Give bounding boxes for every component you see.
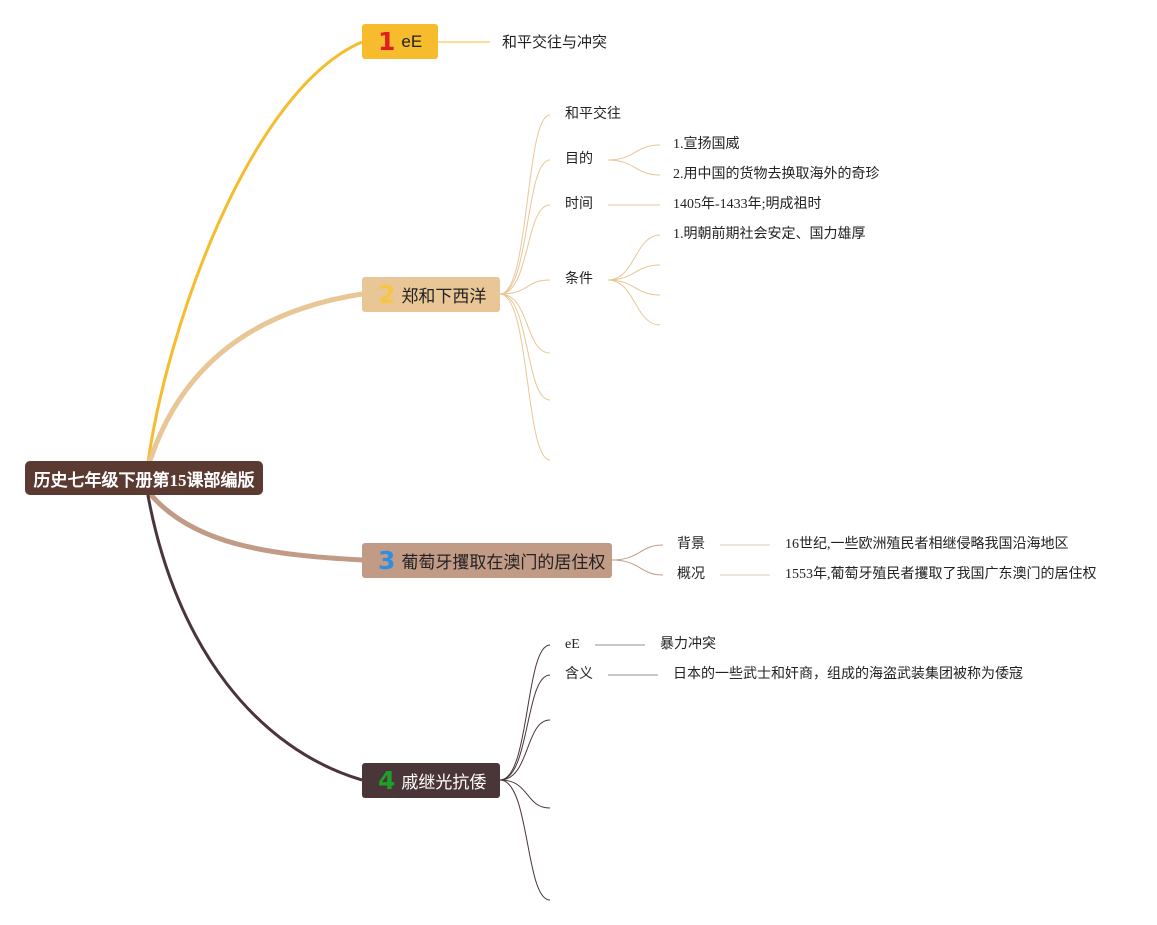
branch-4-child-meaning[interactable]: 含义 [565,667,593,682]
meaning-item-1[interactable]: 日本的一些武士和奸商，组成的海盗武装集团被称为倭寇 [673,667,1023,682]
background-item-1[interactable]: 16世纪,一些欧洲殖民者相继侵略我国沿海地区 [785,537,1069,552]
branch-2-child-conditions[interactable]: 条件 [565,272,593,287]
branch-4-title: 戚继光抗倭 [401,773,487,792]
branch-4-node[interactable]: 4 戚继光抗倭 [362,763,500,798]
branch-2-number: 2 [378,280,396,309]
purpose-item-1[interactable]: 1.宣扬国威 [673,137,740,152]
overview-item-1[interactable]: 1553年,葡萄牙殖民者攫取了我国广东澳门的居住权 [785,567,1097,582]
conditions-item-1[interactable]: 1.明朝前期社会安定、国力雄厚 [673,227,866,242]
branch-3-node[interactable]: 3 葡萄牙攫取在澳门的居住权 [362,543,612,578]
branch-2-node[interactable]: 2 郑和下西洋 [362,277,500,312]
branch-3-number: 3 [378,546,396,575]
branch-2-child-time[interactable]: 时间 [565,197,593,212]
branch-1-node[interactable]: 1 eE [362,24,438,59]
ee-item-1[interactable]: 暴力冲突 [660,637,716,652]
branch-2-child-peaceful[interactable]: 和平交往 [565,107,621,122]
branch-4-number: 4 [378,766,396,795]
branch-3-child-overview[interactable]: 概况 [677,567,705,582]
branch-3-title: 葡萄牙攫取在澳门的居住权 [401,553,606,572]
branch-4-child-ee[interactable]: eE [565,637,580,652]
root-title: 历史七年级下册第15课部编版 [33,470,255,490]
branch-1-child-1[interactable]: 和平交往与冲突 [502,35,608,51]
purpose-item-2[interactable]: 2.用中国的货物去换取海外的奇珍 [673,167,880,182]
branch-2-title: 郑和下西洋 [401,287,487,306]
branch-1-title: eE [401,31,423,51]
time-item-1[interactable]: 1405年-1433年;明成祖时 [673,197,822,212]
root-topic[interactable]: 历史七年级下册第15课部编版 [25,461,263,495]
branch-3-child-background[interactable]: 背景 [677,537,705,552]
branch-1-number: 1 [378,27,396,56]
branch-2-child-purpose[interactable]: 目的 [565,152,593,167]
